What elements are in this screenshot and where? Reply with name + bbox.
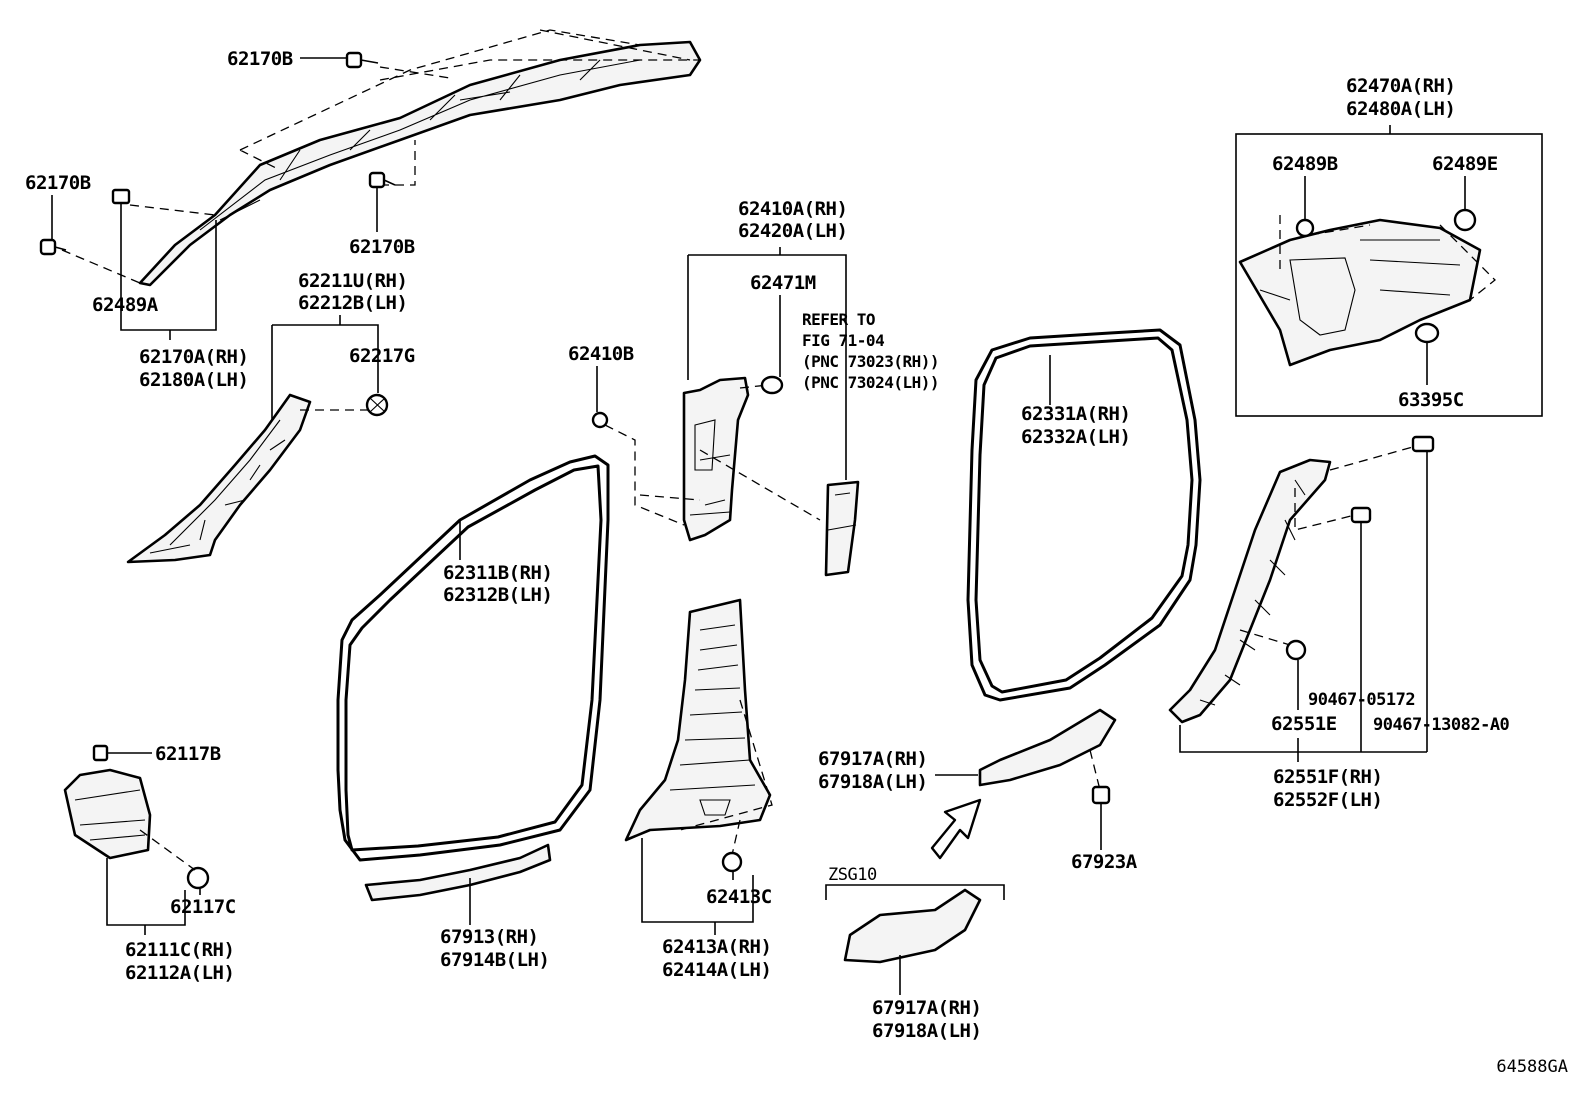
seat-belt-cover (824, 480, 860, 577)
clip-62217g (365, 393, 389, 417)
label-zsg10: ZSG10 (828, 865, 877, 885)
label-62470a-rh: 62470A(RH) (1346, 75, 1456, 97)
label-62180a-lh: 62180A(LH) (139, 369, 249, 391)
label-67917a-rh: 67917A(RH) (818, 748, 928, 770)
label-62117c: 62117C (170, 896, 236, 918)
front-door-weatherstrip (336, 454, 610, 862)
clip-62170b-mid (368, 171, 396, 189)
a-pillar-upper-garnish (138, 40, 702, 287)
label-62111c-rh: 62111C(RH) (125, 939, 235, 961)
label-62480a-lh: 62480A(LH) (1346, 98, 1456, 120)
label-62410a-rh: 62410A(RH) (738, 198, 848, 220)
label-62217g: 62217G (349, 345, 415, 367)
center-pillar-lower-garnish (624, 598, 772, 842)
label-67918a-lh: 67918A(LH) (818, 771, 928, 793)
clip-62117b (92, 744, 109, 762)
label-67913-rh: 67913(RH) (440, 926, 539, 948)
label-refer-fig: FIG 71-04 (802, 331, 885, 350)
label-62414a-lh: 62414A(LH) (662, 959, 772, 981)
rear-scuff-plate (978, 708, 1117, 787)
label-62170b-left: 62170B (25, 172, 91, 194)
clip-62551e (1285, 639, 1307, 661)
label-62331a-rh: 62331A(RH) (1021, 403, 1131, 425)
label-62332a-lh: 62332A(LH) (1021, 426, 1131, 448)
rear-pillar-lower-garnish (1168, 458, 1332, 724)
front-scuff-plate (364, 843, 552, 902)
label-62170b-mid: 62170B (349, 236, 415, 258)
label-62312b-lh: 62312B(LH) (443, 584, 553, 606)
label-refer-pnc-rh: (PNC 73023(RH)) (802, 352, 940, 371)
clip-62410b (591, 411, 609, 429)
label-62112a-lh: 62112A(LH) (125, 962, 235, 984)
quarter-inner-panel (1238, 218, 1482, 367)
label-62170a-rh: 62170A(RH) (139, 346, 249, 368)
label-62489a: 62489A (92, 294, 158, 316)
rear-door-weatherstrip (966, 328, 1202, 702)
label-62212b-lh: 62212B(LH) (298, 292, 408, 314)
clip-62489a (111, 188, 131, 205)
diagram-id: 64588GA (1496, 1057, 1568, 1077)
label-62170b-top: 62170B (227, 48, 293, 70)
label-62410b: 62410B (568, 343, 634, 365)
label-62551f-rh: 62551F(RH) (1273, 766, 1383, 788)
label-62471m: 62471M (750, 272, 816, 294)
label-62552f-lh: 62552F(LH) (1273, 789, 1383, 811)
cowl-side-trim (63, 768, 152, 860)
label-67914b-lh: 67914B(LH) (440, 949, 550, 971)
label-67923a: 67923A (1071, 851, 1137, 873)
clip-90467-05172 (1350, 506, 1372, 524)
label-refer-to: REFER TO (802, 310, 876, 329)
label-67918a-lh-zsg10: 67918A(LH) (872, 1020, 982, 1042)
clip-90467-13082 (1411, 435, 1435, 453)
clip-62170b-top (345, 51, 379, 69)
label-62311b-rh: 62311B(RH) (443, 562, 553, 584)
clip-67923a (1091, 785, 1111, 805)
zsg10-scuff-plate (843, 888, 982, 964)
label-refer-pnc-lh: (PNC 73024(LH)) (802, 373, 940, 392)
label-90467-05172: 90467-05172 (1308, 690, 1416, 710)
clip-63395c (1414, 322, 1440, 344)
clip-62117c (186, 866, 210, 890)
quarter-panel-box (1235, 133, 1543, 417)
clip-62489b (1295, 218, 1315, 238)
label-62211u-rh: 62211U(RH) (298, 270, 408, 292)
label-62551e: 62551E (1271, 713, 1337, 735)
a-pillar-lower-garnish (126, 393, 312, 564)
label-63395c: 63395C (1398, 389, 1464, 411)
label-62413c: 62413C (706, 886, 772, 908)
label-62489e: 62489E (1432, 153, 1498, 175)
label-62413a-rh: 62413A(RH) (662, 936, 772, 958)
label-62489b: 62489B (1272, 153, 1338, 175)
front-arrow (930, 798, 982, 860)
clip-62170b-left (39, 238, 67, 256)
clip-62413c (721, 851, 743, 873)
label-90467-13082-a0: 90467-13082-A0 (1373, 715, 1510, 735)
label-62420a-lh: 62420A(LH) (738, 220, 848, 242)
label-62117b: 62117B (155, 743, 221, 765)
label-67917a-rh-zsg10: 67917A(RH) (872, 997, 982, 1019)
clip-62489e (1453, 208, 1477, 232)
clip-62471m (760, 375, 784, 395)
